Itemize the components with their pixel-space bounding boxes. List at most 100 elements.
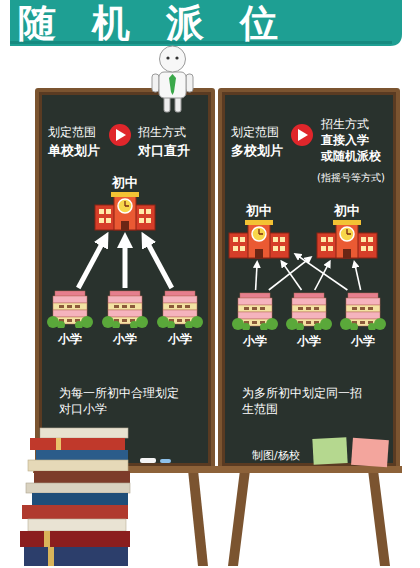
book <box>36 450 128 460</box>
building-floor <box>346 312 380 319</box>
bush <box>260 323 268 330</box>
primary-school-node: 小学 <box>338 290 388 348</box>
building-window <box>352 307 357 310</box>
bush <box>112 321 120 328</box>
chalkboard-panel: 初中初中小学小学小学划定范围多校划片招生方式直接入学 或随机派校(指摇号等方式)… <box>218 88 400 470</box>
building-window <box>321 237 326 242</box>
building-floor <box>292 298 326 305</box>
building-floor <box>346 298 380 305</box>
building-floor <box>110 291 140 296</box>
school-label: 小学 <box>243 333 267 350</box>
book-spine-band <box>48 547 54 566</box>
school-label: 小学 <box>168 331 192 348</box>
building-window <box>368 246 373 251</box>
building-floor <box>53 296 87 303</box>
title-text: 随机派位 <box>18 0 314 46</box>
building-window <box>360 307 365 310</box>
primary-school-icon <box>155 288 205 328</box>
middle-school-node: 初中 <box>314 200 380 258</box>
building-floor <box>108 310 142 317</box>
book <box>22 505 128 519</box>
building-window <box>328 246 333 251</box>
building-floor <box>238 312 272 319</box>
chalkboard-surface <box>42 95 208 463</box>
easel-leg <box>368 470 390 566</box>
enrollment-arrow <box>123 241 128 288</box>
building-window <box>368 237 373 242</box>
building-window <box>122 305 127 308</box>
building-floor <box>292 305 326 312</box>
building-window <box>139 218 144 223</box>
building-door <box>255 249 263 258</box>
board-text: 为每一所初中合理划定 对口小学 <box>59 385 199 417</box>
board-text: 划定范围 <box>48 124 96 140</box>
easel-leg <box>228 470 250 566</box>
building-window <box>361 237 366 242</box>
building-window <box>139 209 144 214</box>
building-window <box>169 305 174 308</box>
enrollment-arrow <box>256 263 258 290</box>
building-floor <box>163 310 197 317</box>
board-text: 划定范围 <box>231 124 279 140</box>
book <box>28 460 128 471</box>
board-text: 招生方式 <box>138 124 186 140</box>
school-label: 初中 <box>246 202 272 219</box>
building-window <box>106 218 111 223</box>
building-window <box>244 307 249 310</box>
enrollment-arrow <box>296 255 347 290</box>
book <box>26 483 130 493</box>
clock-face <box>252 227 266 241</box>
middle-school-icon <box>314 219 380 259</box>
board-text: 多校划片 <box>231 142 283 160</box>
primary-school-node: 小学 <box>100 288 150 346</box>
building-window <box>67 319 72 322</box>
building-roof <box>245 220 273 225</box>
sticky-note <box>351 438 389 467</box>
building-tower <box>336 223 358 258</box>
board-text: 为多所初中划定同一招 生范围 <box>242 385 382 417</box>
sticky-note <box>312 437 347 465</box>
clock-face <box>118 199 132 213</box>
building-window <box>321 246 326 251</box>
board-text: 单校划片 <box>48 142 100 160</box>
enrollment-arrow <box>78 240 104 288</box>
primary-school-node: 小学 <box>284 290 334 348</box>
building-window <box>233 237 238 242</box>
title-banner <box>10 0 402 46</box>
building-window <box>233 246 238 251</box>
building-roof <box>111 192 139 197</box>
play-triangle <box>298 129 308 141</box>
building-door <box>343 249 351 258</box>
enrollment-arrow <box>282 262 301 290</box>
building-window <box>280 237 285 242</box>
building-floor <box>53 310 87 317</box>
building-window <box>122 319 127 322</box>
building-window <box>114 305 119 308</box>
building-floor <box>108 303 142 310</box>
building-floor <box>348 293 378 298</box>
figure-arm <box>186 74 193 92</box>
board-text: 直接入学 或随机派校 <box>321 133 395 165</box>
book <box>24 547 128 566</box>
chalk-piece <box>160 459 171 463</box>
building-window <box>177 305 182 308</box>
book <box>34 471 130 483</box>
middle-school-icon <box>226 219 292 259</box>
middle-school-node: 初中 <box>226 200 292 258</box>
building-door <box>121 221 129 230</box>
bush <box>350 323 358 330</box>
figure-head <box>160 46 186 72</box>
school-label: 小学 <box>297 333 321 350</box>
bush <box>57 321 65 328</box>
building-window <box>185 305 190 308</box>
middle-school-node: 初中 <box>92 172 158 230</box>
building-window <box>328 237 333 242</box>
building-window <box>146 218 151 223</box>
chalkboard-panel: 初中小学小学小学划定范围单校划片招生方式对口直升为每一所初中合理划定 对口小学 <box>35 88 215 470</box>
building-roof <box>333 220 361 225</box>
primary-school-icon <box>284 290 334 330</box>
bush <box>314 323 322 330</box>
board-frame-edge <box>222 92 396 466</box>
building-window <box>361 246 366 251</box>
